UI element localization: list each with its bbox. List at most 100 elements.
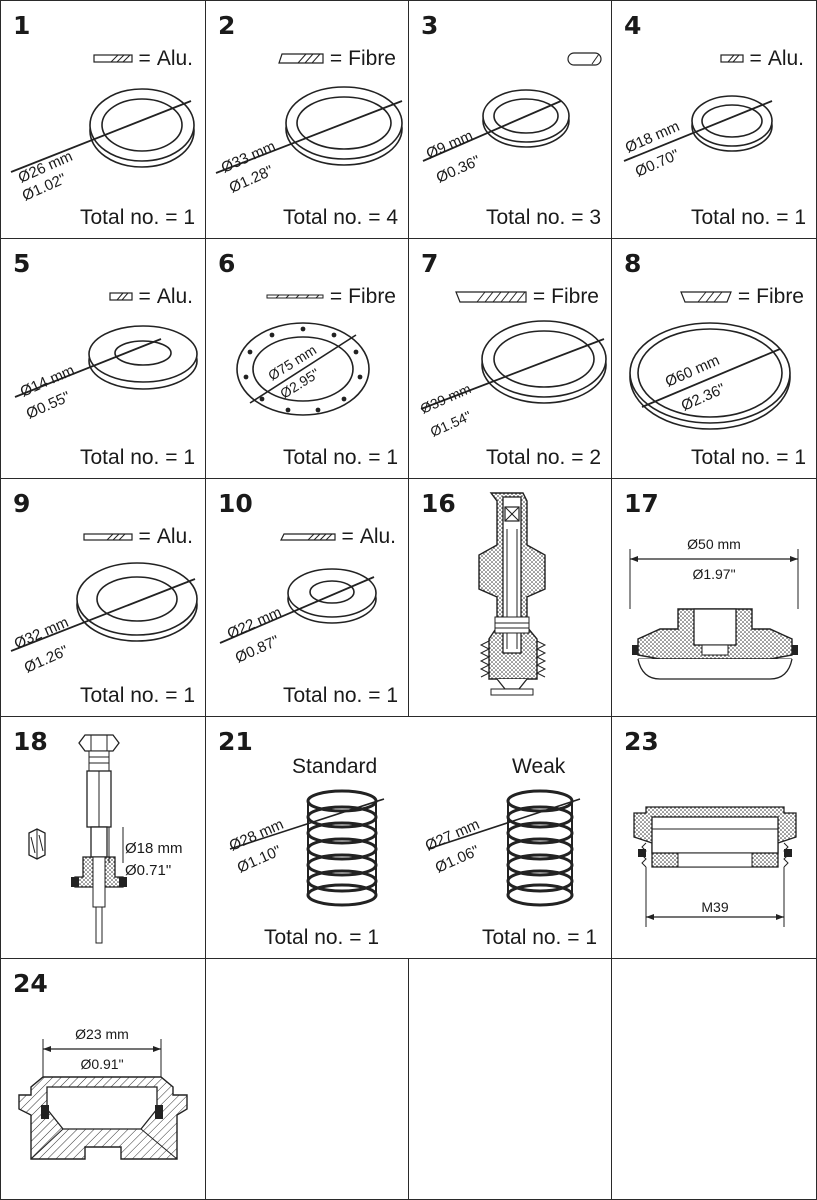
material-section-icon (108, 292, 133, 301)
part-cell-18: 18 Ø18 mm Ø0.71" (0, 717, 206, 959)
part-number: 1 (13, 11, 31, 40)
diameter-inch: Ø1.54" (428, 408, 474, 440)
part-cell-5: 5 =Alu. Ø14 mm Ø0.55" Total no. = 1 (0, 239, 206, 479)
diameter-mm: Ø18 mm (125, 840, 183, 857)
part-cell-6: 6 =Fibre Ø75 mm Ø2.95" Total no. = 1 (206, 239, 409, 479)
total-count: Total no. = 1 (80, 206, 195, 229)
material-label: =Alu. (82, 525, 193, 549)
part-cell-9: 9 =Alu. Ø32 mm Ø1.26" Total no. = 1 (0, 479, 206, 717)
material-label: =Fibre (266, 285, 396, 309)
washer-drawing: Ø9 mm Ø0.36" (422, 52, 602, 187)
washer-drawing: Ø18 mm Ø0.70" (623, 95, 773, 181)
material-name: Alu. (156, 285, 193, 308)
material-section-icon (679, 291, 732, 303)
total-count: Total no. = 1 (691, 206, 806, 229)
part-cell-3: 3 Ø9 mm Ø0.36" Total no. = 3 (409, 0, 612, 239)
part-number: 17 (624, 489, 659, 518)
empty-cell (206, 959, 409, 1200)
material-section-icon (279, 532, 336, 541)
part-number: 10 (218, 489, 253, 518)
part-cell-16: 16 (409, 479, 612, 717)
total-count: Total no. = 1 (283, 446, 398, 469)
springs-drawing: Ø28 mm Ø1.10" Ø27 mm Ø1.06" (227, 789, 581, 907)
material-name: Alu. (359, 525, 396, 548)
part-cell-21: 21 Standard Weak Ø28 mm Ø1.10" Ø27 mm Ø1… (206, 717, 612, 959)
material-section-icon (454, 291, 527, 303)
material-section-icon (719, 54, 744, 63)
washer-drawing: Ø14 mm Ø0.55" (14, 325, 198, 423)
part-cell-1: 1 =Alu. Ø26 mm Ø1.02" Total no. = 1 (0, 0, 206, 239)
washer-drawing: Ø26 mm Ø1.02" (10, 88, 195, 205)
spring-standard (306, 789, 378, 907)
material-section-icon (567, 52, 602, 66)
part-number: 8 (624, 249, 642, 278)
material-label: =Alu. (719, 47, 804, 71)
valve-stem-drawing (478, 492, 547, 696)
total-count: Total no. = 1 (80, 684, 195, 707)
material-label: =Fibre (679, 285, 804, 309)
gasket-drawing: Ø75 mm Ø2.95" (236, 322, 370, 416)
diameter-inch: Ø1.97" (692, 566, 735, 582)
material-name: Alu. (767, 47, 804, 70)
part-cell-2: 2 =Fibre Ø33 mm Ø1.28" Total no. = 4 (206, 0, 409, 239)
part-cell-8: 8 =Fibre Ø60 mm Ø2.36" Total no. = 1 (612, 239, 817, 479)
seat-insert-drawing: Ø23 mm Ø0.91" (18, 1026, 188, 1160)
thread-size: M39 (701, 899, 728, 915)
part-number: 4 (624, 11, 642, 40)
spring-standard-total: Total no. = 1 (264, 926, 379, 949)
washer-drawing: Ø32 mm Ø1.26" (10, 562, 198, 677)
material-name: Fibre (348, 285, 396, 308)
empty-cell (612, 959, 817, 1200)
valve-seat-drawing: Ø50 mm Ø1.97" (629, 536, 799, 680)
spring-standard-label: Standard (292, 755, 378, 778)
threaded-insert-drawing: M39 (633, 806, 797, 927)
part-number: 23 (624, 727, 659, 756)
part-number: 6 (218, 249, 236, 278)
material-section-icon (266, 294, 324, 299)
part-number: 2 (218, 11, 236, 40)
material-section-icon (278, 53, 324, 64)
material-name: Fibre (348, 47, 396, 70)
material-label: =Alu. (108, 285, 193, 309)
part-number: 18 (13, 727, 48, 756)
material-section-icon (82, 532, 133, 541)
part-number: 24 (13, 969, 48, 998)
spring-weak-label: Weak (512, 755, 566, 778)
material-label: =Alu. (279, 525, 396, 549)
part-cell-17: 17 Ø50 mm Ø1.97" (612, 479, 817, 717)
part-number: 7 (421, 249, 439, 278)
spring-weak-total: Total no. = 1 (482, 926, 597, 949)
material-name: Fibre (756, 285, 804, 308)
part-cell-23: 23 M39 (612, 717, 817, 959)
material-label: =Fibre (278, 47, 396, 71)
spindle-drawing: Ø18 mm Ø0.71" (28, 734, 183, 944)
total-count: Total no. = 4 (283, 206, 398, 229)
diameter-inch: Ø0.91" (80, 1056, 123, 1072)
total-count: Total no. = 3 (486, 206, 601, 229)
part-number: 21 (218, 727, 253, 756)
material-section-icon (92, 54, 133, 63)
part-cell-4: 4 =Alu. Ø18 mm Ø0.70" Total no. = 1 (612, 0, 817, 239)
diameter-mm: Ø50 mm (687, 536, 741, 552)
empty-cell (409, 959, 612, 1200)
washer-drawing: Ø33 mm Ø1.28" (215, 86, 403, 197)
material-label: =Fibre (454, 285, 599, 309)
washer-drawing: Ø60 mm Ø2.36" (629, 322, 791, 430)
material-label: =Alu. (92, 47, 193, 71)
washer-drawing: Ø22 mm Ø0.87" (219, 568, 377, 667)
material-name: Alu. (156, 525, 193, 548)
part-number: 9 (13, 489, 31, 518)
washer-drawing: Ø39 mm Ø1.54" (418, 320, 607, 440)
total-count: Total no. = 1 (80, 446, 195, 469)
total-count: Total no. = 1 (691, 446, 806, 469)
material-name: Fibre (551, 285, 599, 308)
material-name: Alu. (156, 47, 193, 70)
total-count: Total no. = 1 (283, 684, 398, 707)
part-cell-7: 7 =Fibre Ø39 mm Ø1.54" Total no. = 2 (409, 239, 612, 479)
spring-weak (506, 789, 574, 907)
diameter-inch: Ø0.71" (125, 862, 171, 879)
diameter-mm: Ø23 mm (75, 1026, 129, 1042)
part-number: 3 (421, 11, 439, 40)
part-number: 5 (13, 249, 31, 278)
